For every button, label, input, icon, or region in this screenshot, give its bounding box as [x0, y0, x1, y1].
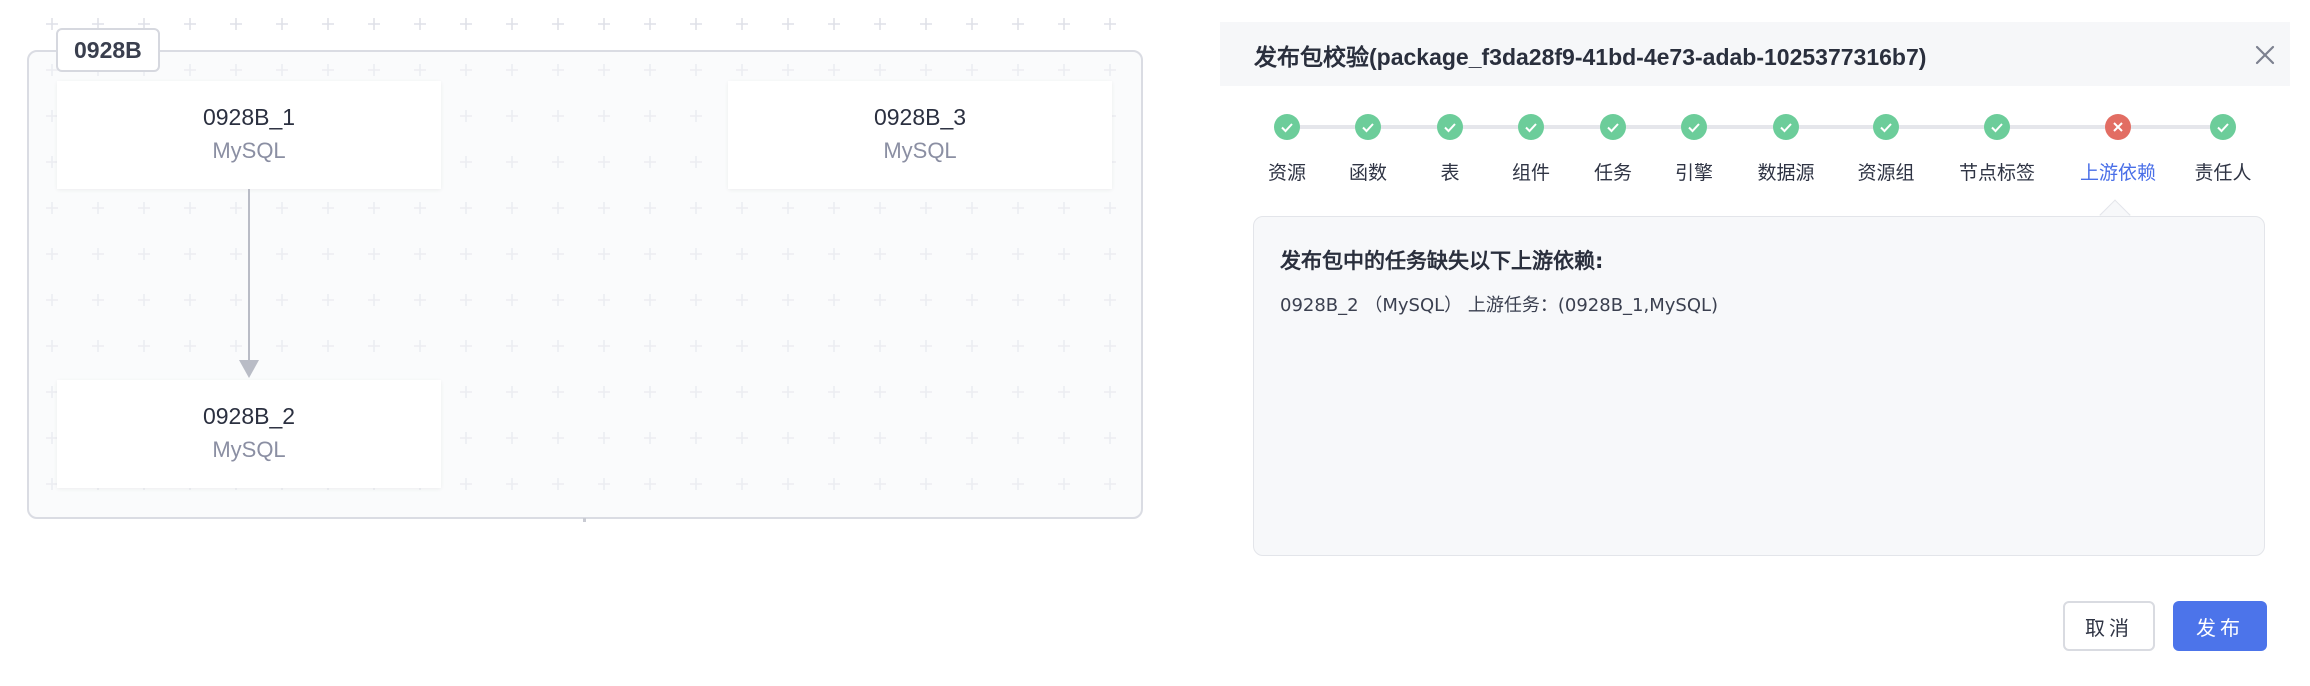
check-icon — [1681, 114, 1707, 140]
check-icon — [1984, 114, 2010, 140]
dag-canvas[interactable]: 0928B 0928B_1 MySQL 0928B_3 MySQL 0928B_… — [0, 0, 1170, 686]
check-icon — [1873, 114, 1899, 140]
close-icon[interactable] — [2252, 42, 2278, 68]
node-type: MySQL — [883, 138, 957, 163]
check-icon — [1274, 114, 1300, 140]
step-label: 函数 — [1348, 162, 1387, 184]
dag-node-1[interactable]: 0928B_1 MySQL — [57, 81, 441, 189]
step-label: 节点标签 — [1958, 162, 2035, 184]
step-5[interactable]: 任务 — [1553, 114, 1673, 185]
check-icon — [1773, 114, 1799, 140]
missing-dependency-line: 0928B_2 （MySQL） 上游任务：(0928B_1,MySQL) — [1280, 295, 1719, 316]
step-label: 组件 — [1511, 162, 1550, 184]
step-label: 表 — [1440, 162, 1460, 184]
panel-heading: 发布包中的任务缺失以下上游依赖: — [1280, 249, 1604, 273]
step-8[interactable]: 资源组 — [1826, 114, 1946, 185]
node-name: 0928B_1 — [202, 104, 296, 130]
step-label: 数据源 — [1757, 162, 1815, 184]
step-3[interactable]: 表 — [1390, 114, 1510, 185]
check-icon — [1600, 114, 1626, 140]
cancel-button[interactable]: 取消 — [2063, 601, 2155, 651]
check-icon — [1437, 114, 1463, 140]
modal-header: 发布包校验(package_f3da28f9-41bd-4e73-adab-10… — [1220, 22, 2290, 86]
step-10[interactable]: 上游依赖 — [2058, 114, 2178, 185]
node-type: MySQL — [212, 437, 286, 462]
step-label: 资源 — [1267, 162, 1306, 184]
check-icon — [1355, 114, 1381, 140]
dag-edge — [239, 189, 259, 378]
step-2[interactable]: 函数 — [1308, 114, 1428, 185]
step-label: 责任人 — [2194, 162, 2252, 184]
step-1[interactable]: 资源 — [1227, 114, 1347, 185]
modal-title: 发布包校验(package_f3da28f9-41bd-4e73-adab-10… — [1254, 44, 1927, 70]
step-label: 资源组 — [1857, 162, 1915, 184]
node-type: MySQL — [212, 138, 286, 163]
group-label: 0928B — [56, 28, 160, 72]
step-7[interactable]: 数据源 — [1726, 114, 1846, 185]
step-4[interactable]: 组件 — [1471, 114, 1591, 185]
dag-node-3[interactable]: 0928B_3 MySQL — [728, 81, 1112, 189]
validation-steps: 资源 函数 表 组件 任务 引擎 数据源 资源组 节点标签 上游依赖 责任人 — [1220, 100, 2290, 200]
check-icon — [2210, 114, 2236, 140]
arrow-head-icon — [239, 360, 259, 378]
step-6[interactable]: 引擎 — [1634, 114, 1754, 185]
step-label: 引擎 — [1674, 162, 1713, 184]
step-9[interactable]: 节点标签 — [1937, 114, 2057, 185]
node-name: 0928B_3 — [873, 104, 967, 130]
error-icon — [2105, 114, 2131, 140]
resize-handle — [583, 518, 586, 522]
error-panel: 发布包中的任务缺失以下上游依赖: 0928B_2 （MySQL） 上游任务：(0… — [1253, 216, 2265, 556]
check-icon — [1518, 114, 1544, 140]
step-label: 上游依赖 — [2079, 162, 2156, 184]
step-11[interactable]: 责任人 — [2163, 114, 2283, 185]
step-label: 任务 — [1593, 162, 1632, 184]
publish-button[interactable]: 发布 — [2173, 601, 2267, 651]
node-name: 0928B_2 — [202, 403, 296, 429]
dag-node-2[interactable]: 0928B_2 MySQL — [57, 380, 441, 488]
